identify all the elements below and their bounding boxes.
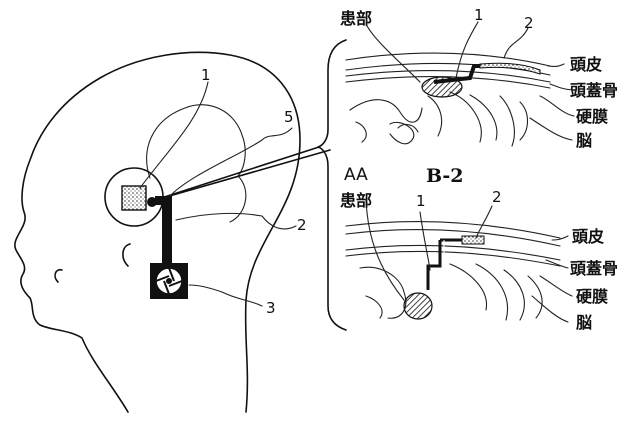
label-aa: AA (344, 165, 368, 185)
label-top-patient: 患部 (340, 9, 372, 28)
ear (122, 243, 131, 267)
leader-lines-main (139, 81, 297, 307)
projection-lines (151, 146, 331, 202)
label-top-2: 2 (524, 14, 534, 32)
label-bottom-scalp: 頭皮 (572, 227, 604, 246)
label-lead-2: 2 (297, 216, 307, 234)
aperture-device-icon (150, 263, 188, 299)
label-b2: B-2 (426, 165, 464, 187)
label-top-skull: 頭蓋骨 (570, 81, 618, 100)
label-top-scalp: 頭皮 (570, 55, 602, 74)
label-device-3: 3 (266, 299, 276, 317)
label-top-brain: 脳 (576, 131, 592, 150)
label-top-dura: 硬膜 (576, 107, 608, 126)
label-implant-1: 1 (201, 66, 211, 84)
top-cross-section (345, 52, 551, 147)
bottom-cross-section (345, 221, 561, 321)
label-bottom-brain: 脳 (576, 313, 592, 332)
label-bottom-1: 1 (416, 192, 426, 210)
label-cable-5: 5 (284, 108, 294, 126)
top-leader-lines (365, 21, 575, 141)
hatched-square-implant-icon (121, 185, 157, 211)
bottom-leader-lines (365, 199, 573, 323)
label-bottom-dura: 硬膜 (576, 287, 608, 306)
brain-contour (146, 104, 247, 223)
lead-wire (155, 196, 172, 266)
label-bottom-skull: 頭蓋骨 (570, 259, 618, 278)
label-top-1: 1 (474, 6, 484, 24)
inset-brace (317, 39, 347, 331)
head-outline (14, 51, 301, 413)
label-bottom-2: 2 (492, 188, 502, 206)
label-bottom-patient: 患部 (340, 191, 372, 210)
bottom-lesion (403, 292, 433, 320)
